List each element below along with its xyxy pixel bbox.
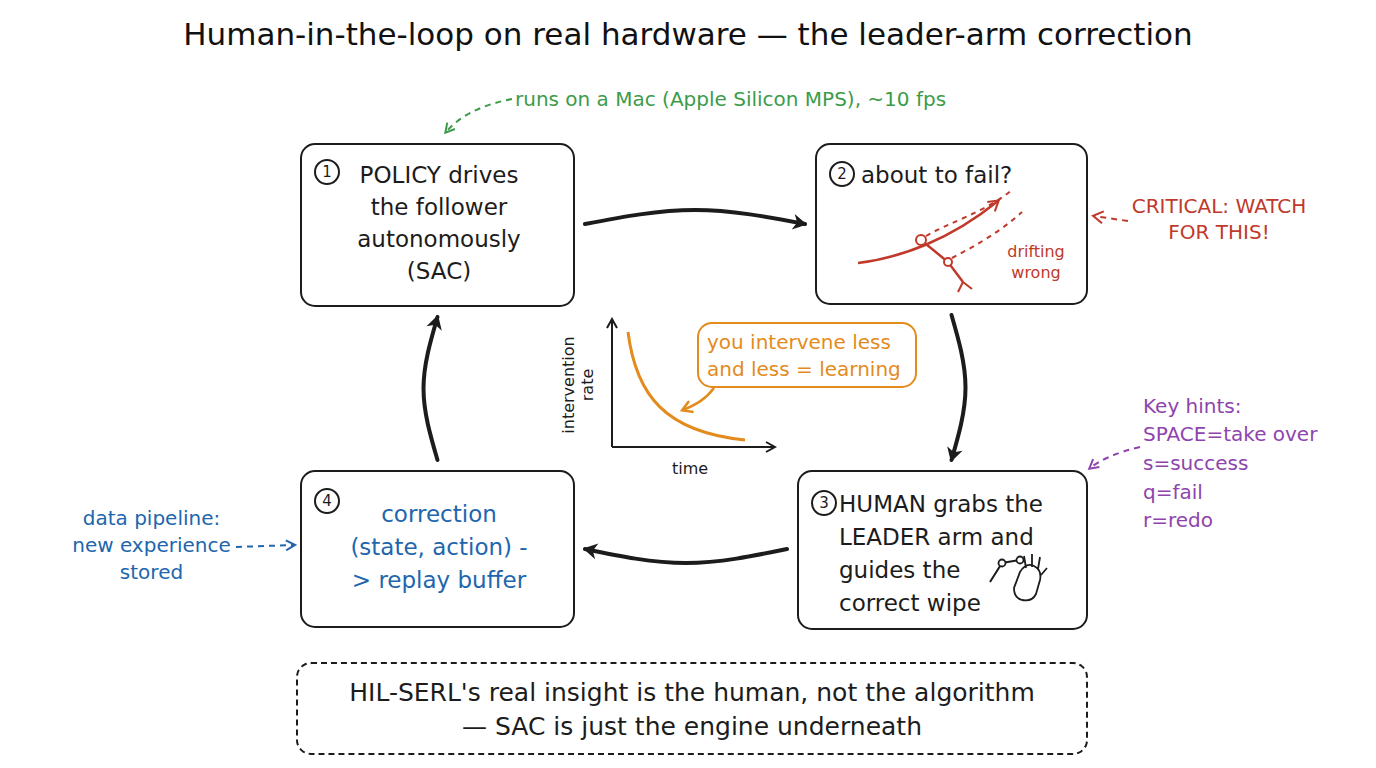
arm-gripper <box>958 282 972 292</box>
callout-number: 2 <box>829 161 855 187</box>
node-text: HUMAN grabs the LEADER arm and guides th… <box>839 488 1046 620</box>
chart-axis <box>612 446 774 448</box>
node-text: drifting wrong <box>993 241 1079 283</box>
axis-label: time <box>672 458 708 479</box>
axis-label: intervention rate <box>559 330 597 440</box>
decision-box: 2about to fail? drifting wrong <box>815 143 1088 305</box>
trajectory-curve <box>858 201 998 263</box>
hand-sketch <box>1014 554 1047 600</box>
flow-arrow <box>424 317 438 460</box>
robot-arm-sketch <box>921 240 963 282</box>
node-text: about to fail? <box>861 159 1081 191</box>
drift-curve <box>926 190 1012 236</box>
warning-note: CRITICAL: WATCH FOR THIS! <box>1125 193 1313 245</box>
arm-joint <box>999 560 1006 567</box>
node-text: POLICY drives the follower autonomously … <box>344 159 534 287</box>
process-box: 4correction (state, action) -> replay bu… <box>300 470 575 628</box>
pipeline-note: data pipeline: new experience stored <box>64 505 239 586</box>
leader-line <box>446 99 512 132</box>
flow-arrow <box>585 210 805 224</box>
callout-number: 4 <box>314 488 340 514</box>
annotation-note: runs on a Mac (Apple Silicon MPS), ~10 f… <box>515 86 946 112</box>
diagram-title: Human-in-the-loop on real hardware — the… <box>0 16 1376 52</box>
flow-arrow <box>585 549 787 563</box>
process-box: 3HUMAN grabs the LEADER arm and guides t… <box>797 470 1088 630</box>
callout-number: 3 <box>811 490 837 516</box>
callout-number: 1 <box>314 159 340 185</box>
arm-joint <box>1017 557 1024 564</box>
flow-arrow <box>952 315 966 460</box>
key-hint: s=success <box>1143 450 1248 476</box>
leader-line <box>1094 216 1128 221</box>
process-box: 1POLICY drives the follower autonomously… <box>300 143 575 307</box>
key-hint: SPACE=take over <box>1143 421 1317 447</box>
leader-line <box>236 545 294 547</box>
arm-joint <box>944 258 952 266</box>
node-text: you intervene less and less = learning <box>707 329 911 383</box>
key-hint: r=redo <box>1143 507 1213 533</box>
leader-arm-sketch <box>990 560 1020 582</box>
speech-bubble: you intervene less and less = learning <box>697 322 917 388</box>
insight-note-box: HIL-SERL's real insight is the human, no… <box>296 662 1088 755</box>
node-text: correction (state, action) -> replay buf… <box>344 498 534 597</box>
node-text: HIL-SERL's real insight is the human, no… <box>337 676 1047 744</box>
bubble-pointer <box>683 388 714 410</box>
arm-joint <box>916 235 926 245</box>
leader-line <box>1090 447 1140 468</box>
key-hint: q=fail <box>1143 479 1203 505</box>
chart-axis <box>611 320 613 447</box>
hint-heading: Key hints: <box>1143 393 1242 419</box>
